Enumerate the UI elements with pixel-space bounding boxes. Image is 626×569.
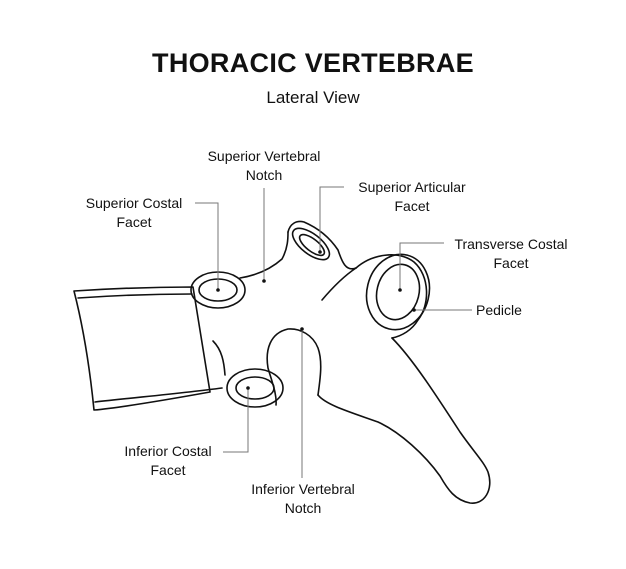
body-lower-edge: [94, 387, 223, 403]
dot-superior-articular-facet: [318, 250, 322, 254]
body-rim: [77, 293, 193, 299]
body-inner-contour: [212, 340, 226, 376]
leader-superior-articular-facet: [319, 186, 344, 252]
transverse-costal-facet-outer: [365, 253, 431, 331]
superior-articular-facet-inner: [298, 233, 326, 257]
label-inferior-vertebral-notch: Inferior Vertebral Notch: [251, 481, 355, 516]
superior-articular-process: [287, 220, 357, 270]
transverse-process: [355, 254, 428, 339]
superior-articular-facet-outer: [291, 227, 331, 261]
leader-transverse-costal-facet: [399, 242, 444, 290]
label-superior-vertebral-notch: Superior Vertebral Notch: [207, 148, 321, 183]
inferior-costal-facet-inner: [235, 376, 275, 400]
diagram-title: THORACIC VERTEBRAE: [152, 48, 474, 78]
dot-pedicle: [412, 308, 416, 312]
lamina-contour: [321, 267, 357, 301]
inferior-articular-process: [266, 328, 322, 406]
label-pedicle: Pedicle: [476, 302, 522, 318]
vertebral-body: [73, 286, 211, 411]
leader-lines: [195, 186, 472, 478]
dot-superior-vertebral-notch: [262, 279, 266, 283]
diagram-subtitle: Lateral View: [266, 88, 360, 107]
leader-dots: [216, 250, 416, 390]
leader-superior-costal-facet: [195, 202, 219, 290]
label-transverse-costal-facet: Transverse Costal Facet: [454, 236, 568, 271]
label-superior-costal-facet: Superior Costal Facet: [85, 195, 183, 230]
label-inferior-costal-facet: Inferior Costal Facet: [124, 443, 212, 478]
transverse-costal-facet-inner: [375, 263, 421, 321]
inferior-costal-facet-outer: [226, 368, 284, 408]
spinous-process: [317, 337, 491, 504]
leader-inferior-costal-facet: [223, 388, 249, 453]
superior-notch-contour: [239, 231, 289, 279]
dot-superior-costal-facet: [216, 288, 220, 292]
dot-inferior-vertebral-notch: [300, 327, 304, 331]
label-superior-articular-facet: Superior Articular Facet: [358, 179, 466, 214]
dot-transverse-costal-facet: [398, 288, 402, 292]
dot-inferior-costal-facet: [246, 386, 250, 390]
